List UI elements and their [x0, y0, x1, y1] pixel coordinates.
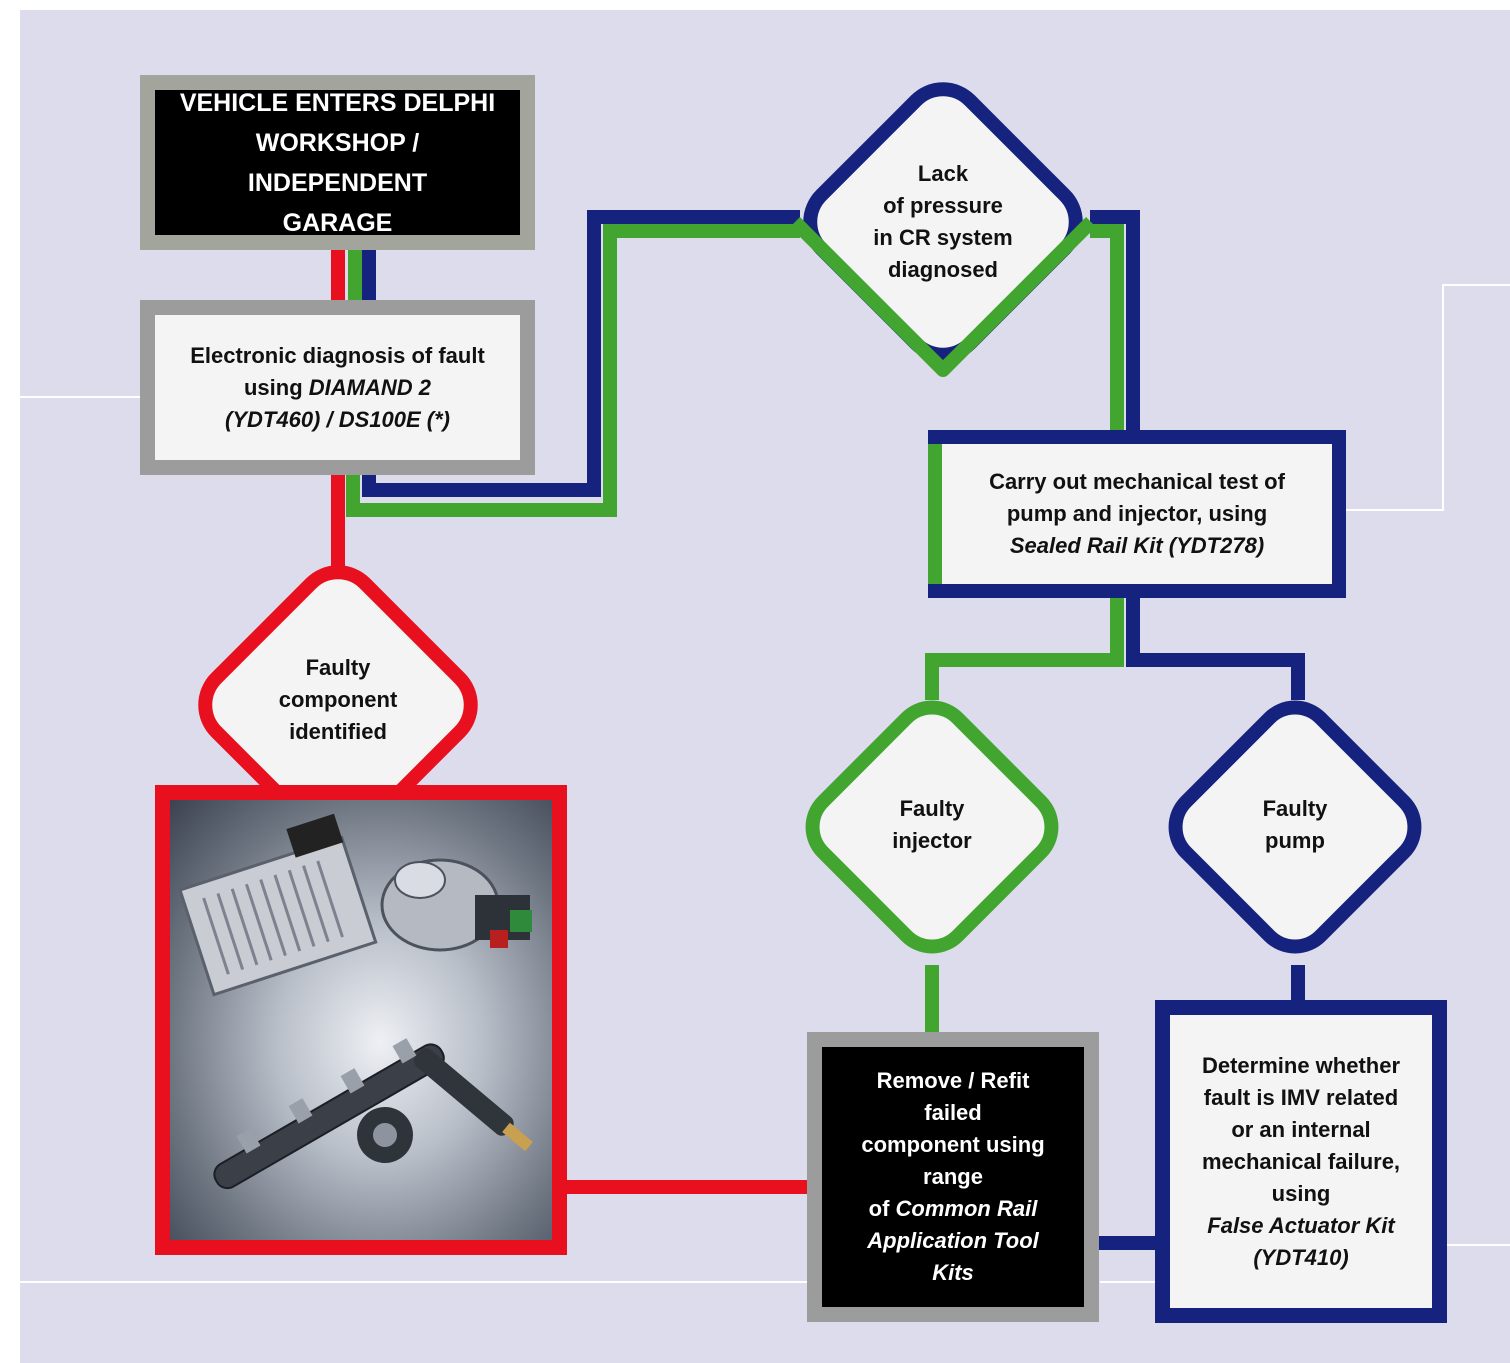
- determine-line-1: Determine whether: [1201, 1052, 1401, 1078]
- lack-line-2: of pressure: [883, 193, 1003, 218]
- remove-line-3: component using: [861, 1132, 1045, 1157]
- connector-lack-mechtest-navy: [1090, 210, 1140, 440]
- determine-box: Determine whether fault is IMV related o…: [1155, 1000, 1447, 1323]
- mech-line-2: pump and injector, using: [1006, 501, 1268, 526]
- diagnosis-tool-name: DIAMAND 2: [308, 374, 431, 400]
- component-photo: [170, 800, 552, 1240]
- start-line-3: GARAGE: [282, 208, 393, 237]
- remove-line-4: range: [923, 1164, 983, 1189]
- ecu-shape: [178, 813, 378, 997]
- remove-line-1: Remove / Refit: [876, 1068, 1030, 1093]
- connector-diagnosis-lack-green: [346, 224, 800, 517]
- diamond-faulty-injector: [805, 700, 1059, 954]
- remove-tool-name: Common Rail: [895, 1196, 1038, 1221]
- determine-line-7: (YDT410): [1253, 1244, 1349, 1270]
- remove-line-6: Application Tool: [867, 1228, 1039, 1253]
- component-line-1: Faulty: [305, 655, 371, 680]
- remove-line-2: failed: [924, 1100, 982, 1125]
- rail-shape: [213, 1038, 445, 1190]
- diagnosis-line-3: (YDT460) / DS100E (*): [225, 406, 450, 432]
- injector-line-2: injector: [892, 828, 972, 853]
- pump-line-2: pump: [1265, 828, 1325, 853]
- component-line-2: component: [278, 687, 398, 712]
- remove-line-5-prefix: of: [868, 1196, 896, 1221]
- remove-refit-box: Remove / Refit failed component using ra…: [807, 1032, 1099, 1322]
- determine-line-6: False Actuator Kit: [1207, 1212, 1395, 1238]
- mech-line-3: Sealed Rail Kit (YDT278): [1009, 533, 1265, 558]
- determine-line-2: fault is IMV related: [1203, 1084, 1399, 1110]
- lack-line-1: Lack: [917, 161, 969, 186]
- diagnosis-line-2: using DIAMAND 2: [244, 372, 431, 404]
- mech-line-1: Carry out mechanical test of: [989, 469, 1285, 494]
- mech-test-box: Carry out mechanical test of pump and in…: [928, 430, 1346, 598]
- remove-line-5: of Common Rail: [869, 1193, 1038, 1225]
- faulty-pump-label: Faulty pump: [1225, 785, 1365, 865]
- pump-shape: [380, 858, 532, 952]
- lack-pressure-label: Lack of pressure in CR system diagnosed: [843, 142, 1043, 302]
- start-line-1: VEHICLE ENTERS DELPHI: [179, 88, 496, 117]
- lack-line-4: diagnosed: [887, 257, 998, 282]
- diagnosis-box: Electronic diagnosis of fault using DIAM…: [140, 300, 535, 475]
- connector-lack-mechtest-green: [1090, 224, 1124, 440]
- diamond-faulty-component: [198, 565, 478, 845]
- component-line-3: identified: [289, 719, 387, 744]
- connector-mechtest-injector: [925, 592, 1124, 700]
- start-line-2: WORKSHOP / INDEPENDENT: [247, 128, 428, 197]
- connector-diagnosis-lack-navy: [362, 210, 800, 497]
- injector-line-1: Faulty: [899, 796, 965, 821]
- faulty-injector-label: Faulty injector: [862, 785, 1002, 865]
- injector-shape: [414, 1048, 533, 1152]
- determine-line-4: mechanical failure,: [1201, 1148, 1401, 1174]
- diagnosis-line-1: Electronic diagnosis of fault: [190, 342, 485, 368]
- pump-head-shape: [357, 1107, 413, 1163]
- faulty-component-label: Faulty component identified: [248, 645, 428, 755]
- determine-line-5: using: [1271, 1180, 1331, 1206]
- diamond-faulty-pump: [1168, 700, 1422, 954]
- decorative-lines: [0, 284, 1510, 1283]
- remove-line-7: Kits: [932, 1260, 974, 1285]
- diamond-lack-pressure-green-edge: [790, 217, 1096, 377]
- start-box: VEHICLE ENTERS DELPHI WORKSHOP / INDEPEN…: [140, 75, 535, 250]
- connector-mechtest-pump: [1126, 592, 1305, 700]
- diagnosis-line-2-prefix: using: [243, 374, 309, 400]
- common-rail-parts-image: [178, 813, 533, 1190]
- determine-line-3: or an internal: [1231, 1116, 1371, 1142]
- pump-line-1: Faulty: [1262, 796, 1328, 821]
- lack-line-3: in CR system: [873, 225, 1013, 250]
